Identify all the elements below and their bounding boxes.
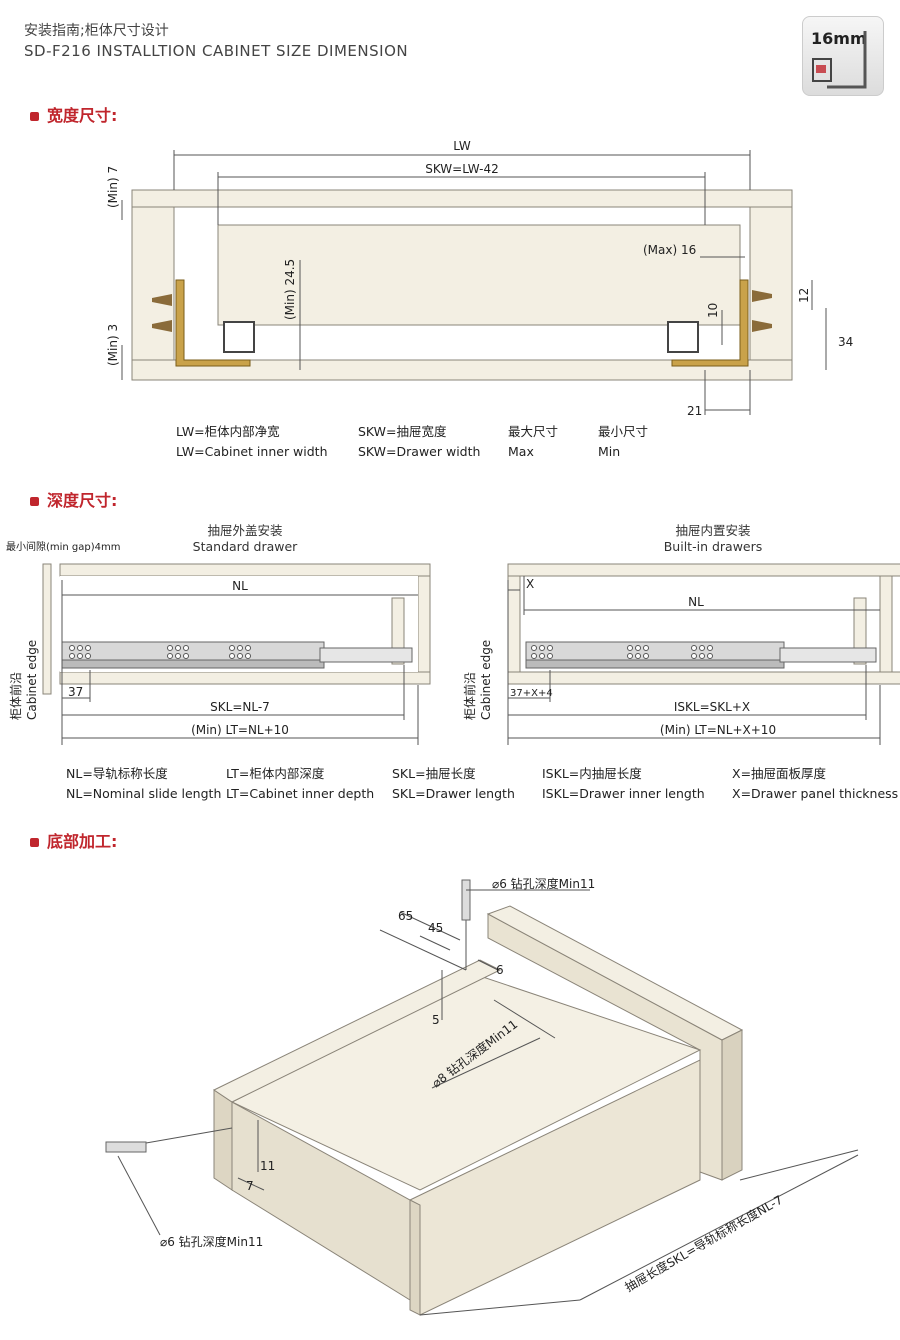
dim-x: X [526, 577, 534, 591]
drill-left-label: ⌀6 钻孔深度Min11 [160, 1234, 263, 1249]
section-width-heading: 宽度尺寸: [30, 102, 117, 126]
dim-nl-left: NL [232, 579, 248, 593]
thickness-badge: 16mm [802, 16, 884, 96]
width-legend-1: LW=柜体内部净宽 LW=Cabinet inner width [176, 422, 328, 462]
dim-21: 21 [687, 404, 702, 418]
length-label: 抽屉长度SKL=导轨标称长度NL-7 [622, 1192, 785, 1295]
width-legend-4: 最小尺寸 Min [598, 422, 648, 462]
dim-65: 65 [398, 909, 413, 923]
legend-skl-en: SKL=Drawer length [392, 786, 515, 801]
depth-legend-3: SKL=抽屉长度 SKL=Drawer length [392, 764, 515, 804]
legend-lw-cn: LW=柜体内部净宽 [176, 424, 280, 439]
legend-x-cn: X=抽屉面板厚度 [732, 766, 827, 781]
width-diagram: LW SKW=LW-42 (Max) 16 21 34 (Min) 7 (Min… [106, 139, 853, 418]
edge-cn-right: 柜体前沿 [462, 672, 477, 720]
dim-34: 34 [838, 335, 853, 349]
profile-icon [812, 31, 867, 89]
dim-6: 6 [496, 963, 504, 977]
dim-10: 10 [706, 303, 720, 318]
bottom-diagram: ⌀6 钻孔深度Min11 65 45 6 5 11 7 ⌀6 钻孔深度Min11… [105, 876, 859, 1316]
section-bottom-heading: 底部加工: [30, 828, 117, 852]
dim-37x4: 37+X+4 [510, 688, 553, 699]
depth-left-title: 抽屉外盖安装 Standard drawer [180, 520, 310, 554]
depth-legend-2: LT=柜体内部深度 LT=Cabinet inner depth [226, 764, 374, 804]
legend-lw-en: LW=Cabinet inner width [176, 444, 328, 459]
depth-legend-1: NL=导轨标称长度 NL=Nominal slide length [66, 764, 221, 804]
depth-left-diagram: NL 37 SKL=NL-7 (Min) LT=NL+10 柜体前沿 Cabin… [8, 563, 431, 745]
dim-nl-right: NL [688, 595, 704, 609]
legend-max-cn: 最大尺寸 [508, 424, 559, 439]
dim-min3: (Min) 3 [106, 324, 120, 366]
dim-skl: SKL=NL-7 [210, 700, 270, 714]
min-gap-label: 最小间隙(min gap)4mm [6, 542, 121, 553]
legend-iskl-cn: ISKL=内抽屉长度 [542, 766, 642, 781]
drill-top-label: ⌀6 钻孔深度Min11 [492, 876, 595, 891]
width-legend-3: 最大尺寸 Max [508, 422, 558, 462]
legend-lt-cn: LT=柜体内部深度 [226, 766, 325, 781]
depth-right-title-en: Built-in drawers [663, 539, 763, 554]
dim-45: 45 [428, 921, 443, 935]
depth-left-title-en: Standard drawer [192, 539, 298, 554]
edge-en-left: Cabinet edge [25, 640, 39, 720]
dim-min245: (Min) 24.5 [283, 259, 297, 320]
title-en: SD-F216 INSTALLTION CABINET SIZE DIMENSI… [24, 42, 409, 60]
depth-left-title-cn: 抽屉外盖安装 [207, 523, 283, 538]
depth-right-title-cn: 抽屉内置安装 [675, 523, 751, 538]
legend-lt-en: LT=Cabinet inner depth [226, 786, 375, 801]
dim-lw: LW [453, 139, 471, 153]
legend-skw-cn: SKW=抽屉宽度 [358, 424, 447, 439]
dim-11: 11 [260, 1159, 275, 1173]
edge-cn-left: 柜体前沿 [8, 672, 23, 720]
dim-lt-right: (Min) LT=NL+X+10 [660, 723, 776, 737]
dim-lt-left: (Min) LT=NL+10 [191, 723, 289, 737]
legend-iskl-en: ISKL=Drawer inner length [542, 786, 705, 801]
dim-iskl: ISKL=SKL+X [674, 700, 750, 714]
dim-max16: (Max) 16 [643, 243, 696, 257]
legend-max-en: Max [508, 444, 534, 459]
legend-nl-en: NL=Nominal slide length [66, 786, 222, 801]
legend-min-cn: 最小尺寸 [598, 424, 649, 439]
dim-5: 5 [432, 1013, 440, 1027]
dim-skw: SKW=LW-42 [425, 162, 499, 176]
depth-right-diagram: X NL 37+X+4 ISKL=SKL+X (Min) LT=NL+X+10 … [462, 563, 900, 745]
dim-min7: (Min) 7 [106, 166, 120, 208]
dim-12: 12 [797, 288, 811, 303]
dim-37: 37 [68, 685, 83, 699]
section-depth-label: 深度尺寸: [47, 491, 118, 510]
dim-7: 7 [246, 1179, 254, 1193]
title-cn: 安装指南;柜体尺寸设计 [24, 23, 169, 39]
depth-legend-5: X=抽屉面板厚度 X=Drawer panel thickness [732, 764, 898, 804]
section-width-label: 宽度尺寸: [47, 106, 118, 125]
legend-nl-cn: NL=导轨标称长度 [66, 766, 168, 781]
legend-skl-cn: SKL=抽屉长度 [392, 766, 476, 781]
edge-en-right: Cabinet edge [479, 640, 493, 720]
depth-legend-4: ISKL=内抽屉长度 ISKL=Drawer inner length [542, 764, 705, 804]
legend-skw-en: SKW=Drawer width [358, 444, 481, 459]
width-legend-2: SKW=抽屉宽度 SKW=Drawer width [358, 422, 480, 462]
section-depth-heading: 深度尺寸: [30, 487, 117, 511]
depth-right-title: 抽屉内置安装 Built-in drawers [648, 520, 778, 554]
section-bottom-label: 底部加工: [47, 832, 118, 851]
thickness-label: 16mm [811, 29, 867, 48]
legend-x-en: X=Drawer panel thickness [732, 786, 899, 801]
legend-min-en: Min [598, 444, 621, 459]
